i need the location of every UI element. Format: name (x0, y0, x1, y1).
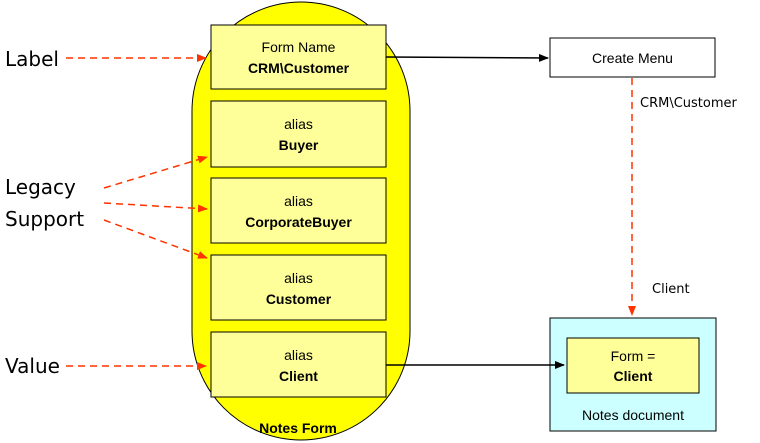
notes-form-title: Notes Form (259, 420, 337, 436)
notes-document-box: Form = Client Notes document (549, 317, 717, 432)
alias-box-line1: alias (284, 270, 313, 286)
alias-box-buyer: alias Buyer (210, 100, 387, 168)
legacy-arrow-customer (103, 219, 208, 259)
alias-box-line2: Buyer (279, 137, 319, 153)
create-menu-label: Create Menu (592, 50, 673, 66)
legacy-arrow-corporatebuyer (103, 202, 208, 213)
alias-box-line2: Customer (266, 291, 332, 307)
form-name-to-menu-arrow (385, 53, 549, 62)
document-form-line1: Form = (611, 348, 656, 364)
form-name-box-line2: CRM\Customer (248, 60, 350, 76)
alias-box-line1: alias (284, 116, 313, 132)
document-form-line2: Client (614, 368, 653, 384)
notes-document-title: Notes document (582, 407, 684, 423)
alias-box-line1: alias (284, 193, 313, 209)
client-edge-label: Client (652, 282, 690, 297)
form-name-box-line1: Form Name (262, 39, 336, 55)
alias-box-line2: CorporateBuyer (245, 214, 352, 230)
legacy-arrow-buyer (103, 155, 208, 189)
alias-box-line1: alias (284, 347, 313, 363)
alias-box-customer: alias Customer (210, 254, 387, 321)
value-side-label: Value (5, 354, 60, 378)
create-menu-box: Create Menu (549, 37, 716, 78)
legacy-side-label: Legacy (5, 175, 76, 199)
alias-box-line2: Client (279, 368, 318, 384)
menu-edge-label: CRM\Customer (640, 96, 738, 111)
alias-box-client: alias Client (210, 331, 387, 398)
alias-box-corporatebuyer: alias CorporateBuyer (210, 177, 387, 244)
form-name-box: Form Name CRM\Customer (210, 24, 387, 90)
document-form-box (566, 337, 700, 394)
support-side-label: Support (5, 207, 84, 231)
label-side-label: Label (5, 47, 59, 71)
